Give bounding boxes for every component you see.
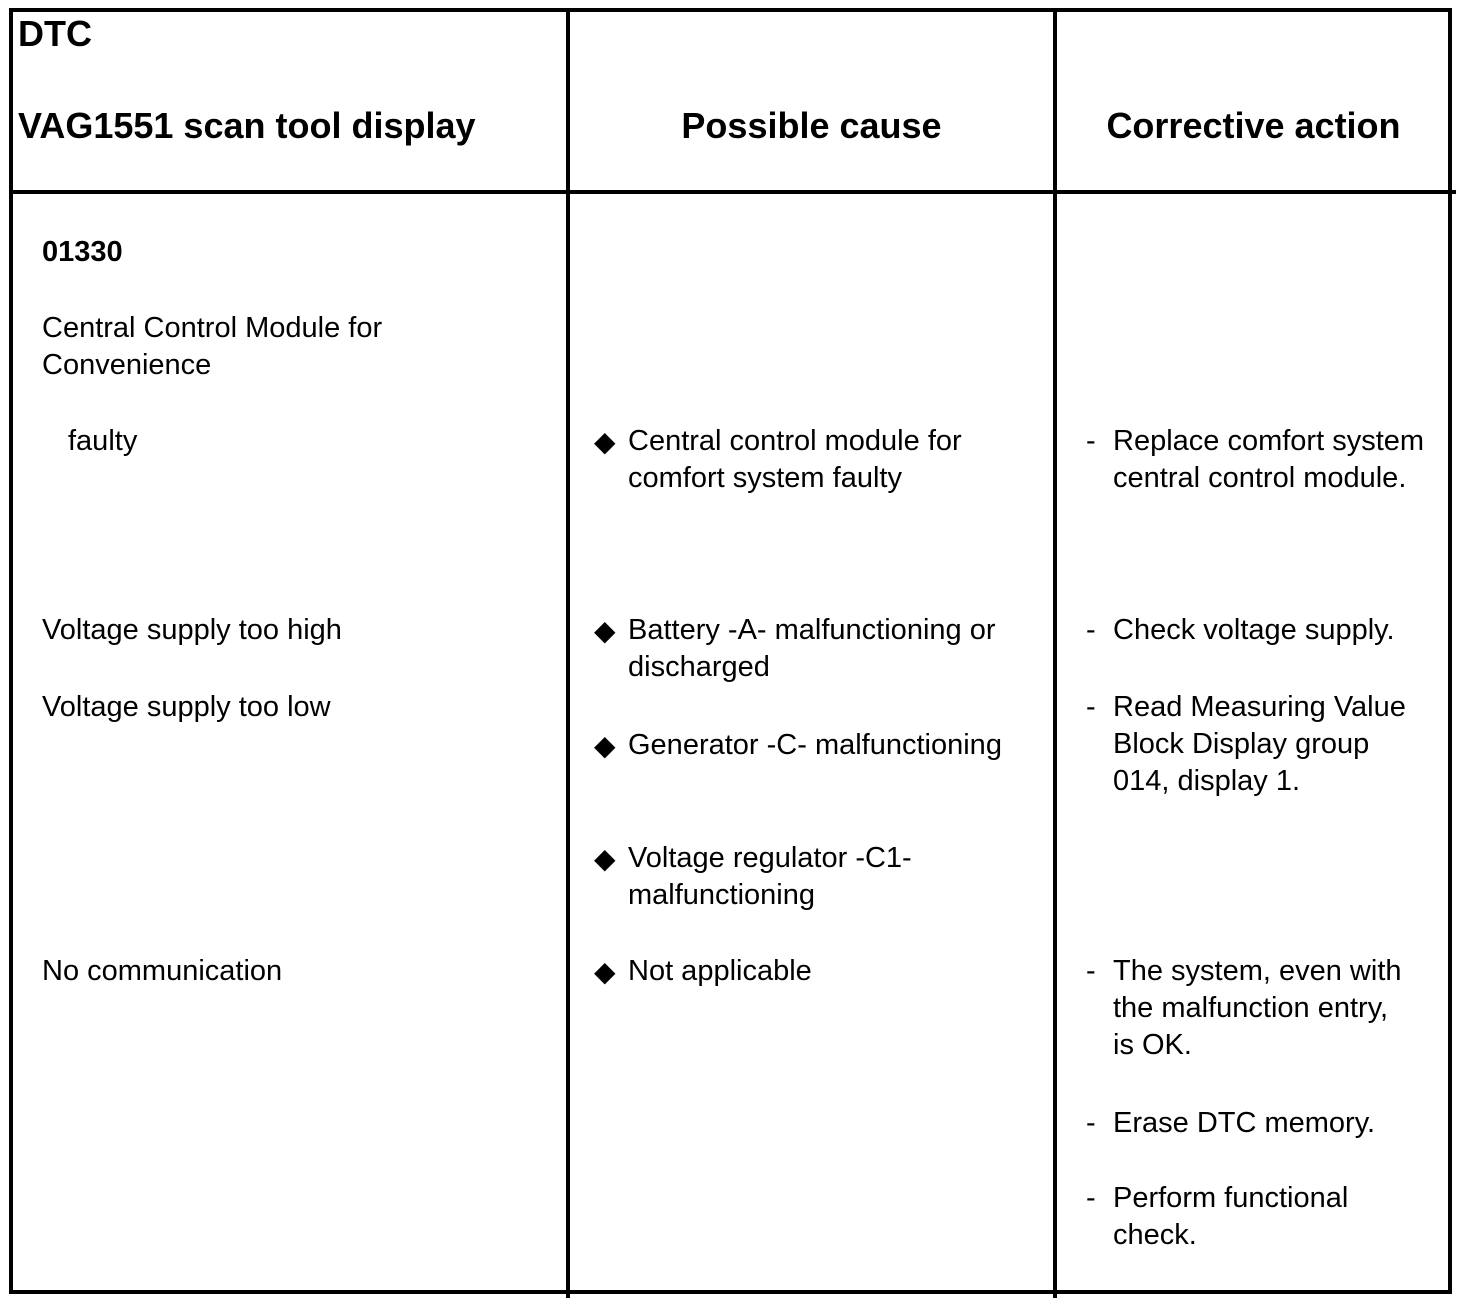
action-item: - Perform functional check.	[1086, 1180, 1413, 1254]
dtc-code: 01330	[42, 236, 123, 268]
diamond-bullet-icon: ◆	[594, 426, 616, 457]
header-scan-tool-display: VAG1551 scan tool display	[18, 105, 476, 146]
column-divider-1	[566, 8, 570, 1298]
dash-marker: -	[1086, 614, 1096, 646]
action-item: - The system, even with the malfunction …	[1086, 953, 1413, 1064]
cause-item: ◆ Central control module for comfort sys…	[594, 423, 1038, 497]
action-text: Replace comfort system central control m…	[1113, 425, 1425, 494]
action-item: - Check voltage supply.	[1086, 612, 1458, 649]
header-dtc: DTC	[18, 13, 92, 54]
dash-marker: -	[1086, 1182, 1096, 1214]
cause-text: Battery -A- malfunctioning or discharged	[628, 614, 996, 683]
dash-marker: -	[1086, 955, 1096, 987]
dtc-table	[9, 8, 1452, 1294]
cause-text: Voltage regulator -C1- malfunctioning	[628, 842, 912, 911]
cause-item: ◆ Voltage regulator -C1- malfunctioning	[594, 840, 1008, 914]
cause-item: ◆ Battery -A- malfunctioning or discharg…	[594, 612, 1058, 686]
header-divider	[9, 190, 1456, 194]
dash-marker: -	[1086, 691, 1096, 723]
dash-marker: -	[1086, 1107, 1096, 1139]
action-text: Check voltage supply.	[1113, 614, 1395, 646]
action-item: - Read Measuring Value Block Display gro…	[1086, 689, 1413, 800]
dash-marker: -	[1086, 425, 1096, 457]
diamond-bullet-icon: ◆	[594, 843, 616, 874]
action-text: Read Measuring Value Block Display group…	[1113, 691, 1406, 797]
action-text: Perform functional check.	[1113, 1182, 1349, 1251]
diamond-bullet-icon: ◆	[594, 615, 616, 646]
action-item: - Erase DTC memory.	[1086, 1105, 1458, 1142]
cause-text: Generator -C- malfunctioning	[628, 729, 1002, 761]
dtc-title: Central Control Module for Convenience	[42, 312, 383, 381]
header-possible-cause: Possible cause	[681, 105, 942, 146]
action-item: - Replace comfort system central control…	[1086, 423, 1448, 497]
condition-voltage-low: Voltage supply too low	[42, 691, 331, 723]
diamond-bullet-icon: ◆	[594, 956, 616, 987]
cause-text: Not applicable	[628, 955, 812, 987]
condition-no-communication: No communication	[42, 955, 283, 987]
action-text: The system, even with the malfunction en…	[1113, 955, 1402, 1061]
condition-faulty: faulty	[68, 425, 138, 457]
cause-item: ◆ Generator -C- malfunctioning	[594, 727, 1068, 764]
header-corrective-action: Corrective action	[1106, 105, 1401, 146]
cause-text: Central control module for comfort syste…	[628, 425, 962, 494]
action-text: Erase DTC memory.	[1113, 1107, 1376, 1139]
diamond-bullet-icon: ◆	[594, 730, 616, 761]
column-divider-2	[1053, 8, 1057, 1298]
condition-voltage-high: Voltage supply too high	[42, 614, 342, 646]
cause-item: ◆ Not applicable	[594, 953, 1048, 990]
